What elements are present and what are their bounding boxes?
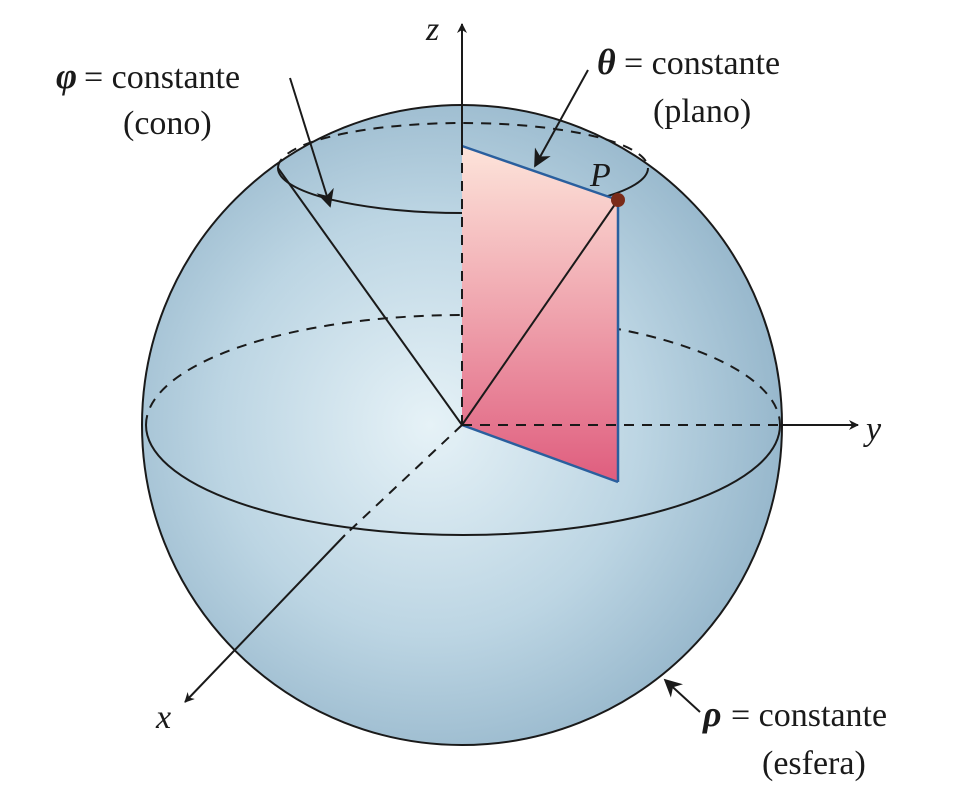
x-axis <box>184 534 346 703</box>
x-axis-inner <box>344 424 463 536</box>
theta-symbol: θ <box>597 42 616 82</box>
x-axis-label: x <box>155 699 171 736</box>
theta-pointer <box>534 69 589 168</box>
rho-symbol: ρ <box>702 694 722 734</box>
phi-pointer <box>289 77 334 208</box>
cone-generator-to-P <box>461 199 619 426</box>
rho-label-text: = constante <box>731 697 887 734</box>
phi-symbol: φ <box>56 56 77 96</box>
rho-label-note: (esfera) <box>762 745 866 782</box>
cone-edge-left <box>277 167 463 426</box>
point-P <box>611 193 625 207</box>
phi-label-note: (cono) <box>123 105 212 142</box>
theta-label-note: (plano) <box>653 93 751 130</box>
z-axis-label: z <box>425 11 439 48</box>
y-axis-label: y <box>863 411 882 448</box>
equator-front <box>145 424 781 536</box>
theta-plane-bottom-edge <box>461 423 619 484</box>
theta-label-text: = constante <box>624 45 780 82</box>
point-P-label: P <box>589 157 611 194</box>
theta-plane-top-edge <box>461 144 619 202</box>
phi-label-text: = constante <box>84 59 240 96</box>
rho-pointer <box>663 678 701 713</box>
cone-rim-back <box>277 122 649 169</box>
